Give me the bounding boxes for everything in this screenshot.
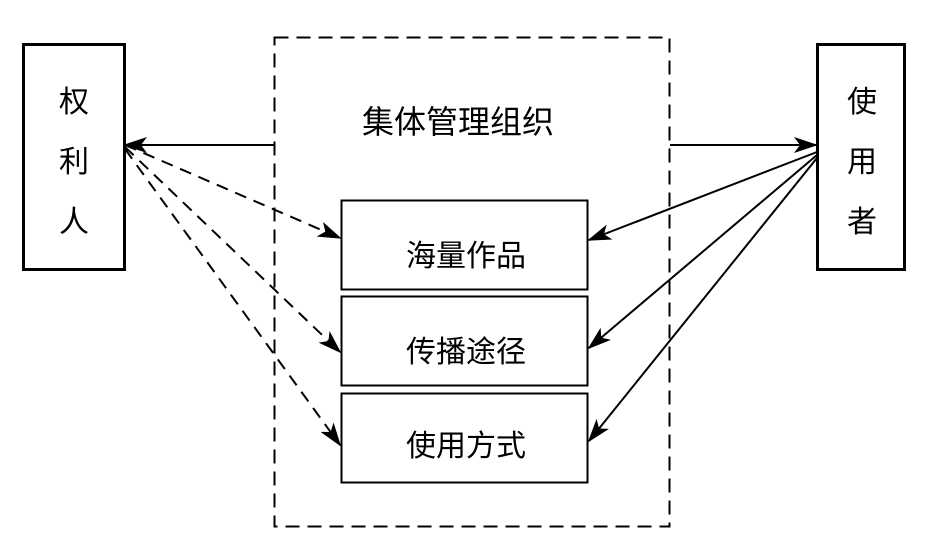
user-char-3: 者	[847, 205, 877, 240]
edge-rights-holder-to-channels	[124, 146, 342, 354]
organization-container	[273, 36, 671, 528]
rights-holder-char-2: 利	[59, 145, 89, 180]
rights-holder-char-3: 人	[59, 205, 89, 240]
organization-title: 集体管理组织	[362, 103, 554, 141]
edge-user-to-channels	[587, 154, 818, 350]
user-char-2: 用	[847, 145, 877, 180]
rights-holder-char-1: 权	[59, 85, 89, 120]
user-char-1: 使	[847, 85, 877, 120]
usage-box	[340, 392, 589, 484]
edge-rights-holder-to-usage	[124, 148, 342, 447]
edge-user-to-works	[587, 151, 818, 241]
channels-label: 传播途径	[406, 335, 526, 370]
edge-rights-holder-to-works	[124, 144, 342, 239]
edge-user-to-usage	[587, 157, 818, 443]
rights-holder-box	[22, 43, 126, 271]
works-box	[340, 199, 589, 291]
usage-label: 使用方式	[406, 429, 526, 464]
user-box	[816, 43, 906, 271]
works-label: 海量作品	[406, 239, 526, 274]
